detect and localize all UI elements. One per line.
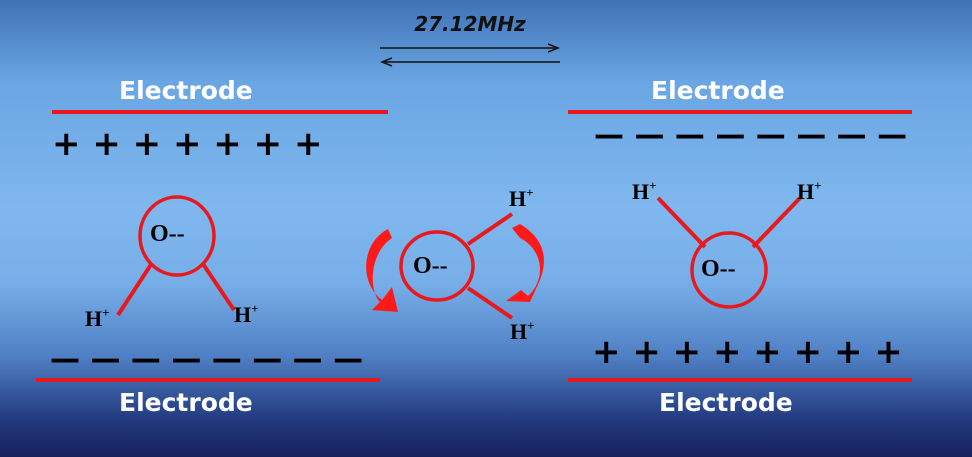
oxygen-atom-right (690, 231, 768, 309)
negative-charges-top-right: — — — — — — — — (594, 118, 908, 153)
electrode-label-top-right: Electrode (651, 76, 785, 105)
rotation-arrow-right-icon (506, 224, 544, 302)
hydrogen-label-middle-2: H+ (510, 318, 535, 344)
bond-left-1 (116, 261, 154, 317)
electrode-label-top-left: Electrode (119, 76, 253, 105)
bond-middle-1 (466, 212, 514, 246)
hydrogen-label-middle-1: H+ (509, 185, 534, 211)
oxygen-atom-left (138, 195, 216, 277)
frequency-arrow-right-head (547, 43, 561, 53)
frequency-label: 27.12MHz (414, 12, 526, 36)
bond-right-2 (751, 196, 802, 249)
bond-left-2 (201, 262, 236, 312)
bond-right-1 (656, 196, 707, 249)
electrode-label-bottom-right: Electrode (659, 388, 793, 417)
hydrogen-label-left-2: H+ (234, 301, 259, 327)
hydrogen-label-left-1: H+ (85, 305, 110, 331)
hydrogen-label-right-1: H+ (632, 178, 657, 204)
oxygen-label-left: O-- (150, 221, 185, 247)
oxygen-label-middle: O-- (413, 253, 448, 279)
bond-middle-2 (466, 286, 514, 320)
positive-charges-top-left: + + + + + + + (52, 124, 323, 164)
electrode-label-bottom-left: Electrode (119, 388, 253, 417)
rotation-arrow-left-icon (366, 229, 398, 312)
negative-charges-bottom-left: — — — — — — — — (50, 342, 364, 377)
oxygen-label-right: O-- (701, 256, 736, 282)
oxygen-atom-middle (399, 230, 475, 302)
hydrogen-label-right-2: H+ (797, 178, 822, 204)
frequency-arrow-left-head (379, 57, 393, 67)
positive-charges-bottom-right: + + + + + + + + (592, 332, 903, 372)
